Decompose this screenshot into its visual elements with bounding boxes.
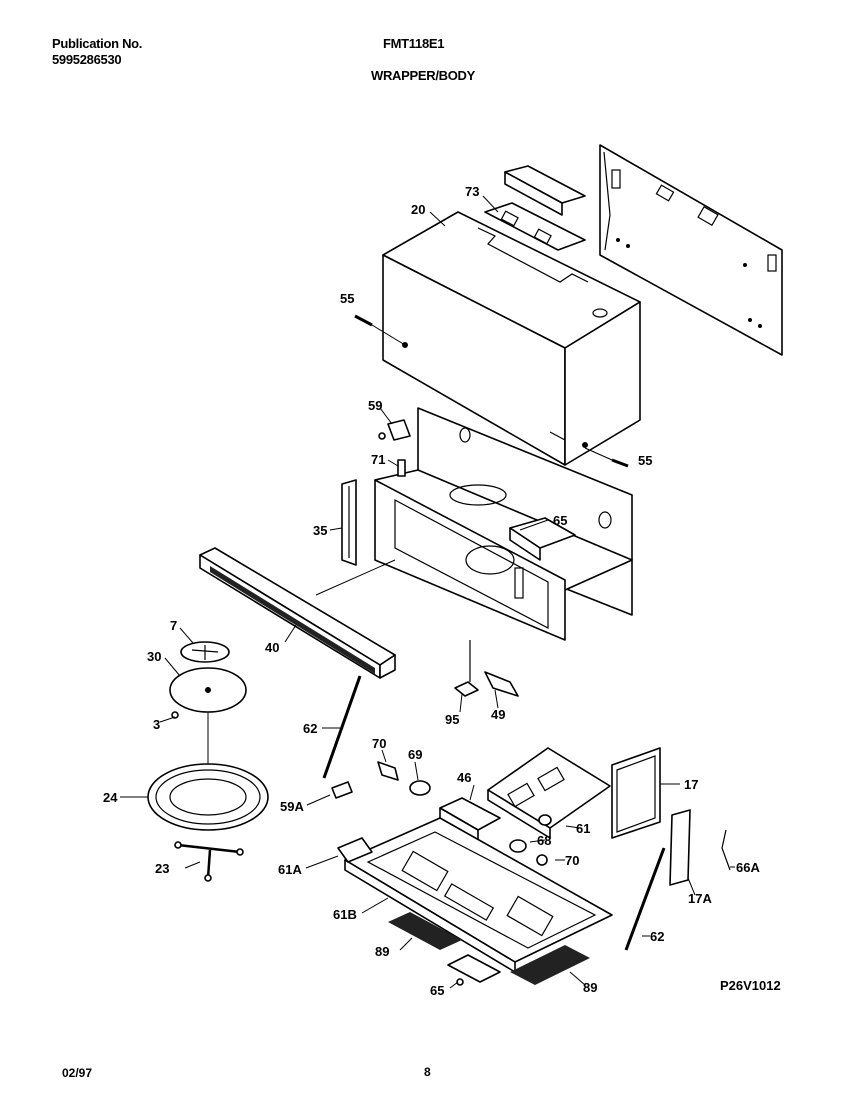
part-61a-bracket [337,837,373,863]
part-40-grille [199,547,396,679]
label-23: 23 [155,861,169,876]
part-95-pad [454,681,479,697]
footer-date: 02/97 [62,1066,93,1080]
part-70-fitting-lower [536,854,548,866]
label-30: 30 [147,649,161,664]
part-17-panel [611,747,661,839]
label-70-lower: 70 [565,853,579,868]
part-30-glass-tray [169,667,247,713]
part-20-wrapper [382,211,641,466]
part-55-screw-right [584,447,629,468]
part-66a-wire [721,829,731,871]
leader-lines [120,195,735,989]
label-40: 40 [265,640,279,655]
back-panel [599,144,783,356]
label-68: 68 [537,833,551,848]
label-61a: 61A [278,862,302,877]
publication-number: 5995286530 [52,52,122,67]
part-23-roller-support [174,841,244,882]
label-17a: 17A [688,891,712,906]
part-69-fitting-upper [409,780,431,796]
publication-label: Publication No. [52,36,143,51]
label-89-left: 89 [375,944,389,959]
label-49: 49 [491,707,505,722]
label-24: 24 [103,790,118,805]
part-62-rod-right [624,847,666,951]
page-number: 8 [424,1065,431,1079]
part-71-lever [397,459,406,477]
part-68-socket [509,839,527,853]
part-55-screw-left [354,314,406,346]
oven-cavity-body [374,407,633,641]
part-89-pad-left [388,912,462,950]
part-17a-bracket [669,809,691,886]
label-46: 46 [457,770,471,785]
section-title: WRAPPER/BODY [371,68,476,83]
part-89-pad-right [510,945,590,985]
label-55-right: 55 [638,453,652,468]
label-70-upper: 70 [372,736,386,751]
label-61: 61 [576,821,590,836]
label-7: 7 [170,618,177,633]
label-73: 73 [465,184,479,199]
label-62-right: 62 [650,929,664,944]
label-62-left: 62 [303,721,317,736]
label-65-upper: 65 [553,513,567,528]
label-95: 95 [445,712,459,727]
part-62-rod-left [322,675,362,779]
label-59: 59 [368,398,382,413]
part-73-vent [484,165,586,251]
label-71: 71 [371,452,385,467]
label-69: 69 [408,747,422,762]
part-61-fan-assembly [487,747,611,839]
label-66a: 66A [736,860,760,875]
part-7-coupler [180,641,230,663]
part-61b-bottom-plate [344,817,613,973]
part-65-bracket [447,954,501,986]
label-89-right: 89 [583,980,597,995]
part-59a-clip [331,781,353,799]
label-35: 35 [313,523,327,538]
part-24-roller-ring [147,763,269,831]
part-35-bracket [341,479,357,566]
label-3: 3 [153,717,160,732]
label-17: 17 [684,777,698,792]
label-55-left: 55 [340,291,354,306]
part-70-fitting-upper [377,761,399,781]
label-65-lower: 65 [430,983,444,998]
model-number: FMT118E1 [383,36,445,51]
label-61b: 61B [333,907,357,922]
drawing-code: P26V1012 [720,978,781,993]
label-20: 20 [411,202,425,217]
label-59a: 59A [280,799,304,814]
part-49-sensor [469,640,519,697]
part-59-switch [378,419,411,441]
part-3-clip [171,711,179,719]
